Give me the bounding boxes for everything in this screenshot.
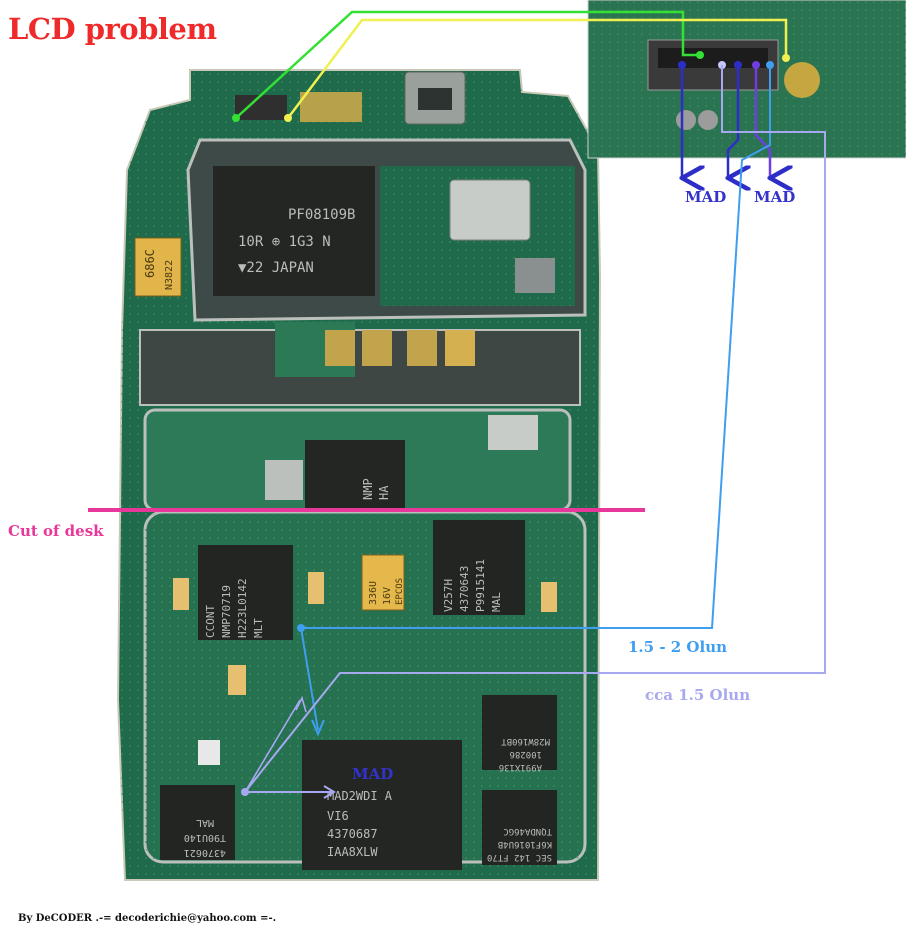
left-chip-marking-2: T90U140 (184, 832, 226, 843)
ccont-marking-4: MLT (252, 618, 265, 638)
sram-marking-3: TQNDA46GC (503, 826, 552, 836)
arrow-mad-3 (754, 65, 770, 178)
svg-text:N3822: N3822 (164, 260, 175, 290)
svg-text:10R ⊕ 1G3 N: 10R ⊕ 1G3 N (238, 234, 331, 250)
mad-marking-2: VI6 (327, 809, 349, 823)
mad-marking-1: MAD2WDI A (327, 789, 393, 803)
svg-text:4370643: 4370643 (458, 566, 471, 612)
tantalum-cap (134, 237, 182, 297)
svg-text:▼22 JAPAN: ▼22 JAPAN (238, 260, 314, 276)
svg-text:HA: HA (377, 485, 391, 500)
mad-marking-3: 4370687 (327, 827, 378, 841)
left-chip-marking-1: 4370621 (184, 847, 226, 858)
cap-marking-1: 336U (368, 581, 379, 605)
ccont-marking-1: CCONT (204, 605, 217, 638)
svg-text:NMP: NMP (361, 478, 375, 500)
mad-label-center: MAD (352, 765, 394, 783)
cobba-chip (305, 440, 405, 510)
svg-text:4370621: 4370621 (184, 847, 226, 858)
mad-marking-4: IAA8XLW (327, 845, 378, 859)
svg-text:16V: 16V (382, 587, 393, 605)
resistance-label-1: 1.5 - 2 Olun (628, 638, 728, 656)
flash-marking-2: 100286 (509, 749, 542, 759)
pa-marking-2: 10R ⊕ 1G3 N (238, 234, 331, 250)
pa-marking-3: ▼22 JAPAN (238, 260, 314, 276)
cobba-marking-1: NMP (361, 478, 375, 500)
sram-marking-1: SEC 142 FT70 (487, 852, 552, 862)
wire-lavender (244, 65, 826, 793)
wire-green (235, 10, 700, 119)
svg-text:EPCOS: EPCOS (395, 578, 405, 605)
epcos-cap (361, 554, 405, 611)
tantalum-marking-1: 686C (143, 249, 157, 278)
page-title: LCD problem (8, 12, 217, 46)
svg-text:K6F1016U4B: K6F1016U4B (498, 839, 552, 849)
svg-text:P9915141: P9915141 (474, 559, 487, 612)
svg-text:MAL: MAL (196, 817, 214, 828)
ccont-marking-3: H223L0142 (236, 578, 249, 638)
mad-label-1: MAD (685, 188, 727, 206)
svg-text:MLT: MLT (252, 618, 265, 638)
svg-text:A991X136: A991X136 (499, 762, 542, 772)
svg-text:IAA8XLW: IAA8XLW (327, 845, 378, 859)
ccont-marking-2: NMP70719 (220, 585, 233, 638)
sram-chip (482, 790, 557, 865)
svg-text:VI6: VI6 (327, 809, 349, 823)
hagar-marking-3: P9915141 (474, 559, 487, 612)
sram-marking-2: K6F1016U4B (498, 839, 552, 849)
mad-chip (302, 740, 462, 870)
left-chip (160, 785, 235, 860)
hagar-chip (433, 520, 525, 615)
svg-text:V257H: V257H (442, 579, 455, 612)
svg-text:SEC 142 FT70: SEC 142 FT70 (487, 852, 552, 862)
hagar-marking-1: V257H (442, 579, 455, 612)
svg-text:CCONT: CCONT (204, 605, 217, 638)
cap-marking-3: EPCOS (395, 578, 405, 605)
tantalum-marking-2: N3822 (164, 260, 175, 290)
svg-text:M28W160BT: M28W160BT (501, 736, 550, 746)
svg-text:100286: 100286 (509, 749, 542, 759)
flash-marking-3: M28W160BT (501, 736, 550, 746)
arrow-mad-2 (728, 65, 738, 178)
cobba-marking-2: HA (377, 485, 391, 500)
svg-text:PF08109B: PF08109B (288, 207, 355, 223)
rf-filter (449, 179, 531, 241)
svg-text:H223L0142: H223L0142 (236, 578, 249, 638)
cut-label: Cut of desk (8, 522, 104, 540)
wire-yellow (287, 18, 788, 119)
svg-text:4370687: 4370687 (327, 827, 378, 841)
pa-chip (213, 166, 375, 296)
hagar-marking-2: 4370643 (458, 566, 471, 612)
flash-chip (482, 695, 557, 770)
svg-text:MAD2WDI A: MAD2WDI A (327, 789, 393, 803)
flash-marking-1: A991X136 (499, 762, 542, 772)
mad-label-2: MAD (754, 188, 796, 206)
pa-marking-1: PF08109B (288, 207, 355, 223)
svg-text:TQNDA46GC: TQNDA46GC (503, 826, 552, 836)
svg-text:686C: 686C (143, 249, 157, 278)
footer-credit: By DeCODER .-= decoderichie@yahoo.com =-… (18, 913, 277, 924)
svg-text:MAL: MAL (490, 592, 503, 612)
ccont-chip (198, 545, 293, 640)
svg-text:336U: 336U (368, 581, 379, 605)
cap-marking-2: 16V (382, 587, 393, 605)
hagar-marking-4: MAL (490, 592, 503, 612)
svg-text:NMP70719: NMP70719 (220, 585, 233, 638)
resistance-label-2: cca 1.5 Olun (645, 686, 751, 704)
svg-text:T90U140: T90U140 (184, 832, 226, 843)
left-chip-marking-3: MAL (196, 817, 214, 828)
